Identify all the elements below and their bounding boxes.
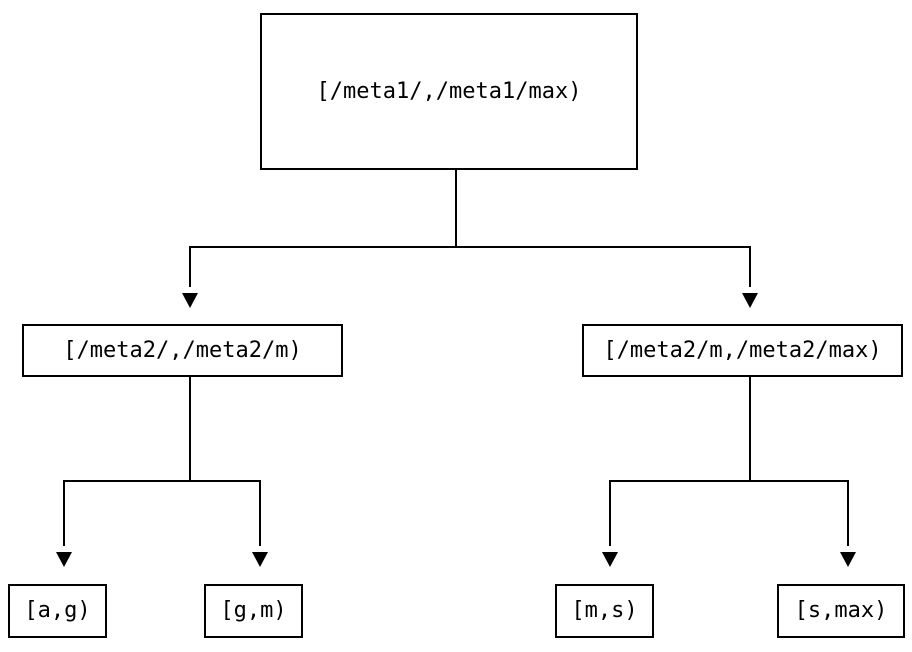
arrowhead-down-icon	[56, 552, 72, 567]
connector-midleft-to-children	[63, 377, 261, 546]
connector-branch-line	[63, 480, 261, 546]
arrowhead-down-icon	[182, 293, 198, 308]
tree-node-leaf-ag: [a,g)	[8, 584, 107, 638]
arrowhead-down-icon	[602, 552, 618, 567]
connector-branch-line	[189, 246, 751, 287]
tree-node-mid-left: [/meta2/,/meta2/m)	[22, 324, 343, 377]
arrowhead-down-icon	[252, 552, 268, 567]
arrowhead-down-icon	[742, 293, 758, 308]
tree-node-mid-right: [/meta2/m,/meta2/max)	[582, 324, 903, 377]
connector-midright-to-children	[609, 377, 849, 546]
tree-node-root: [/meta1/,/meta1/max)	[260, 13, 638, 170]
tree-node-leaf-smax: [s,max)	[777, 584, 905, 638]
tree-node-leaf-ms: [m,s)	[555, 584, 654, 638]
connector-branch-line	[609, 480, 849, 546]
connector-root-to-children	[189, 170, 751, 287]
tree-node-leaf-gm: [g,m)	[204, 584, 303, 638]
arrowhead-down-icon	[840, 552, 856, 567]
